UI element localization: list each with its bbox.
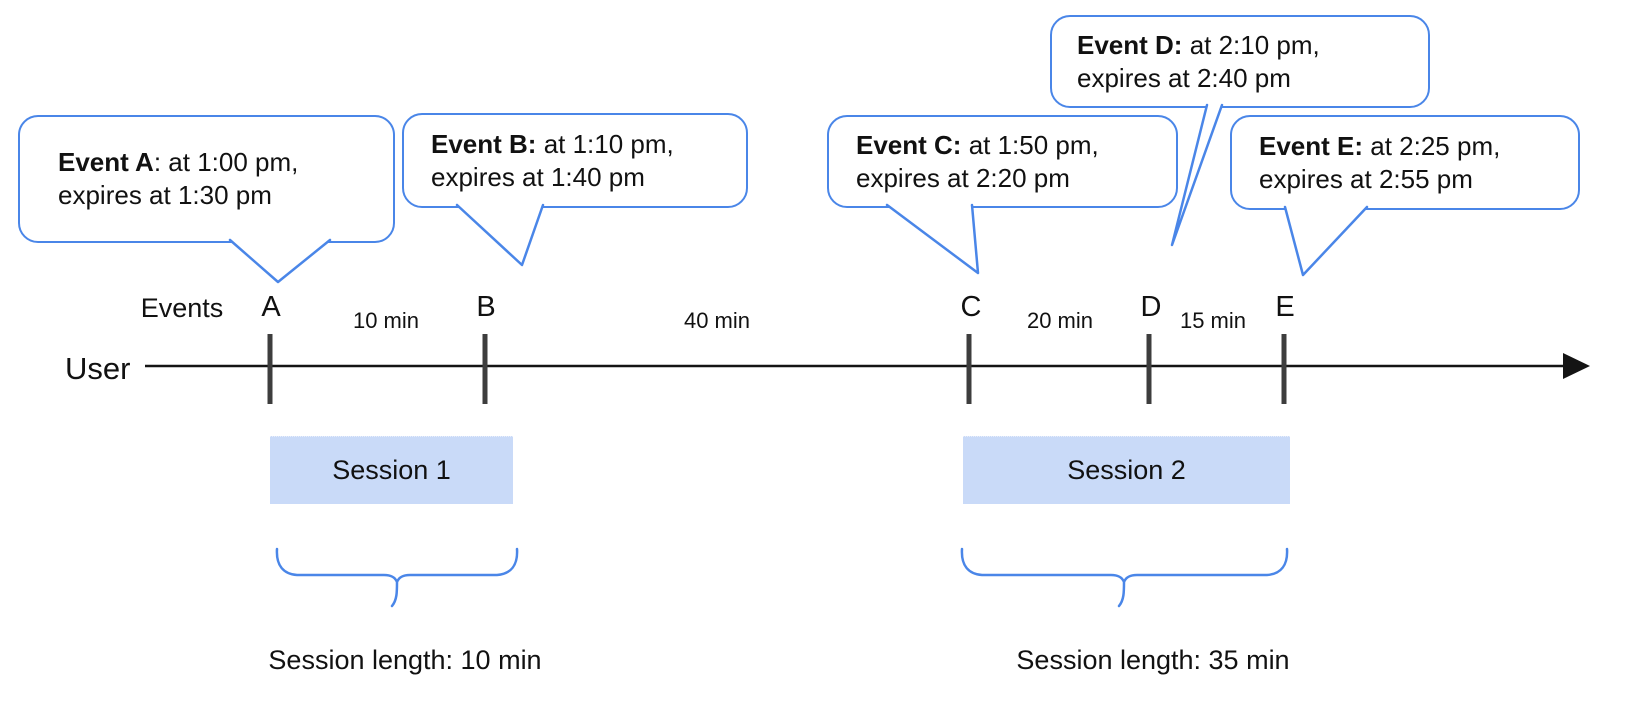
bubble-tail-b [455,203,545,267]
brace-session-1 [275,547,519,608]
bubble-event-time: at 1:50 pm, [961,129,1099,160]
session-2-bar: Session 2 [963,436,1290,504]
gap-label-b-c: 40 min [683,308,751,333]
bubble-tail-e [1283,205,1369,277]
bubble-line2: expires at 1:40 pm [431,161,645,192]
session-2-length-caption: Session length: 35 min [1016,645,1290,675]
gap-label-c-d: 20 min [1026,308,1094,333]
event-letter-e: E [1275,291,1295,323]
bubble-line1: Event D: at 2:10 pm, [1077,29,1428,62]
bubble-event-title: Event E: [1259,130,1364,161]
event-bubble-d: Event D: at 2:10 pm, expires at 2:40 pm [1050,15,1430,108]
bubble-event-time: : at 1:00 pm, [153,147,299,177]
event-letter-b: B [476,291,496,323]
bubble-tail-d [1170,103,1224,247]
session-1-length-caption: Session length: 10 min [268,645,542,675]
session-1-bar: Session 1 [270,436,513,504]
bubble-line1: Event C: at 1:50 pm, [856,129,1176,162]
event-letter-c: C [960,291,982,323]
gap-label-d-e: 15 min [1179,308,1247,333]
session-2-label: Session 2 [1067,455,1186,485]
event-bubble-e: Event E: at 2:25 pm, expires at 2:55 pm [1230,115,1580,210]
bubble-line2: expires at 1:30 pm [58,180,272,210]
bubble-line2: expires at 2:20 pm [856,162,1070,193]
event-letter-d: D [1140,291,1162,323]
bubble-event-time: at 1:10 pm, [536,128,674,159]
bubble-event-title: Event A [58,147,154,177]
bubble-line2: expires at 2:55 pm [1259,163,1473,194]
bubble-line1: Event A: at 1:00 pm, [58,146,393,179]
bubble-line2: expires at 2:40 pm [1077,62,1291,93]
event-bubble-c: Event C: at 1:50 pm, expires at 2:20 pm [827,115,1178,208]
user-axis-label: User [65,351,131,386]
timeline-arrowhead-icon [1563,353,1590,379]
bubble-event-title: Event B: [431,128,537,159]
gap-label-a-b: 10 min [352,308,420,333]
bubble-event-title: Event C: [856,129,962,160]
bubble-tail-a [228,238,332,284]
session-1-label: Session 1 [332,455,451,485]
event-bubble-b: Event B: at 1:10 pm, expires at 1:40 pm [402,113,748,208]
brace-session-2 [960,547,1289,608]
bubble-line1: Event B: at 1:10 pm, [431,128,746,161]
events-axis-label: Events [140,293,224,323]
event-letter-a: A [261,291,281,323]
bubble-event-title: Event D: [1077,29,1183,60]
bubble-event-time: at 2:25 pm, [1363,130,1501,161]
bubble-tail-c [885,203,980,275]
event-bubble-a: Event A: at 1:00 pm, expires at 1:30 pm [18,115,395,243]
bubble-event-time: at 2:10 pm, [1182,29,1320,60]
bubble-line1: Event E: at 2:25 pm, [1259,130,1578,163]
